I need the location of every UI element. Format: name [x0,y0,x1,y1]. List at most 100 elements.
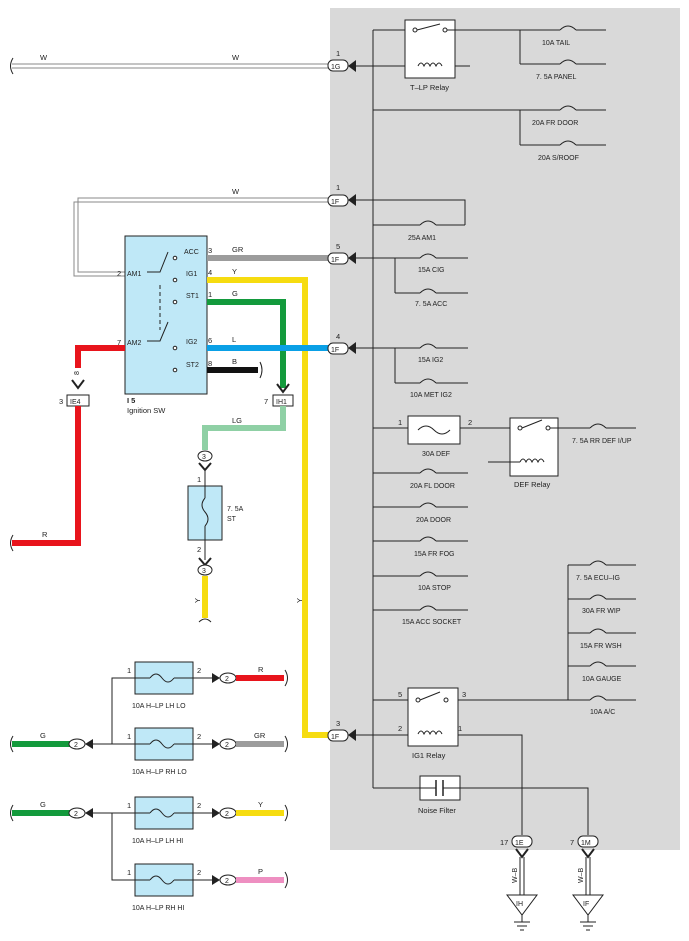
ground-ih: IH [506,894,538,931]
svg-text:1: 1 [336,183,340,192]
svg-text:IG2: IG2 [186,339,197,346]
connector-2-lh-lo: 2 [212,672,237,684]
tlp-relay: T–LP Relay [404,19,456,92]
svg-text:2: 2 [225,742,229,749]
wire-w-am1: W [73,187,330,277]
svg-text:7: 7 [264,397,268,406]
svg-text:20A FR DOOR: 20A FR DOOR [532,120,578,127]
connector-3-top: 3 [197,450,213,472]
svg-text:17: 17 [500,838,508,847]
svg-text:P: P [258,867,263,876]
svg-text:I 5: I 5 [127,396,135,405]
svg-text:IG1: IG1 [186,271,197,278]
svg-text:3: 3 [336,719,340,728]
svg-text:10A H–LP LH LO: 10A H–LP LH LO [132,703,186,710]
fuse-fr-door: 20A FR DOOR [520,105,606,127]
svg-text:5: 5 [398,690,402,699]
fuse-ac: 10A A/C [568,695,636,716]
svg-text:GR: GR [232,245,244,254]
svg-text:2: 2 [74,811,78,818]
fuse-tail: 10A TAIL [520,25,606,47]
svg-text:Y: Y [295,598,304,603]
ig1-relay: IG1 Relay [407,687,459,760]
svg-text:1M: 1M [581,840,591,847]
svg-text:7: 7 [117,338,121,347]
fuse-def: 30A DEF [407,415,461,458]
svg-text:Y: Y [258,800,263,809]
svg-text:20A FL DOOR: 20A FL DOOR [410,483,455,490]
fuse-st: 7. 5A ST [187,485,244,541]
connector-1f-4: 4 1F [327,332,356,355]
svg-text:IG1 Relay: IG1 Relay [412,751,446,760]
svg-text:LG: LG [232,416,242,425]
svg-text:G: G [40,731,46,740]
relay-block-panel [330,8,680,850]
fuse-hlp-rh-lo: 1 2 10A H–LP RH LO [127,727,201,776]
svg-text:W: W [232,187,240,196]
svg-text:IH1: IH1 [276,399,287,406]
svg-text:R: R [42,530,48,539]
svg-text:1: 1 [127,732,131,741]
svg-text:B: B [232,357,237,366]
svg-text:1F: 1F [331,734,339,741]
connector-1e: 17 1E [500,835,533,859]
connector-2-rh-hi: 2 [212,874,237,886]
svg-text:ACC: ACC [184,249,199,256]
svg-text:2: 2 [74,742,78,749]
connector-2-rh-lo: 2 [212,738,237,750]
svg-text:10A TAIL: 10A TAIL [542,40,570,47]
fuse-fr-wsh: 15A FR WSH [568,628,636,650]
svg-text:7: 7 [570,838,574,847]
ground-if: IF [572,894,604,931]
connector-1f-1: 1 1F [327,183,356,207]
svg-text:2: 2 [197,732,201,741]
wire-r-am2 [75,345,125,368]
svg-text:IF: IF [583,901,589,908]
svg-text:1: 1 [127,868,131,877]
svg-text:1: 1 [458,724,462,733]
svg-text:3: 3 [59,397,63,406]
wire-lg [202,406,286,450]
svg-text:R: R [258,665,264,674]
svg-text:W–B: W–B [578,868,585,884]
fuse-met-ig2: 10A MET IG2 [410,392,452,399]
svg-text:1: 1 [197,475,201,484]
svg-text:L: L [232,335,236,344]
fuse-ig2: 15A IG2 [418,357,443,364]
svg-text:IE4: IE4 [70,399,81,406]
svg-text:20A DOOR: 20A DOOR [416,517,451,524]
svg-text:AM1: AM1 [127,271,142,278]
connector-1g: 1 1G [327,49,356,72]
svg-text:10A GAUGE: 10A GAUGE [582,676,622,683]
svg-text:1G: 1G [331,64,340,71]
svg-text:30A DEF: 30A DEF [422,451,450,458]
svg-text:10A A/C: 10A A/C [590,709,615,716]
fuse-fl-door: 20A FL DOOR [373,468,468,490]
svg-text:GR: GR [254,731,266,740]
svg-text:10A H–LP RH HI: 10A H–LP RH HI [132,905,184,912]
wire-label-w-1: W [40,53,48,62]
svg-text:DEF Relay: DEF Relay [514,480,551,489]
svg-text:20A S/ROOF: 20A S/ROOF [538,155,579,162]
svg-text:Y: Y [193,598,202,603]
fuse-panel: 7. 5A PANEL [520,59,606,81]
noise-filter: Noise Filter [418,775,461,815]
svg-text:10A H–LP RH LO: 10A H–LP RH LO [132,769,187,776]
svg-text:1: 1 [398,418,402,427]
fuse-hlp-lh-hi: 1 2 10A H–LP LH HI [127,796,201,845]
svg-text:2: 2 [197,545,201,554]
connector-1f-5: 5 1F [327,242,356,265]
svg-text:1E: 1E [515,840,524,847]
svg-text:Ignition SW: Ignition SW [127,406,166,415]
svg-text:30A FR WIP: 30A FR WIP [582,608,621,615]
connector-3-bottom: 3 [197,557,213,576]
svg-text:3: 3 [462,690,466,699]
svg-text:7. 5A PANEL: 7. 5A PANEL [536,74,576,81]
fuse-cig: 15A CIG [418,267,444,274]
ignition-switch: ACC IG1 ST1 IG2 ST2 AM1 AM2 I 5 Ignition… [117,235,212,415]
svg-text:1F: 1F [331,347,339,354]
svg-text:IH: IH [516,901,523,908]
fuse-hlp-rh-hi: 1 2 10A H–LP RH HI [127,863,201,912]
svg-text:3: 3 [202,568,206,575]
